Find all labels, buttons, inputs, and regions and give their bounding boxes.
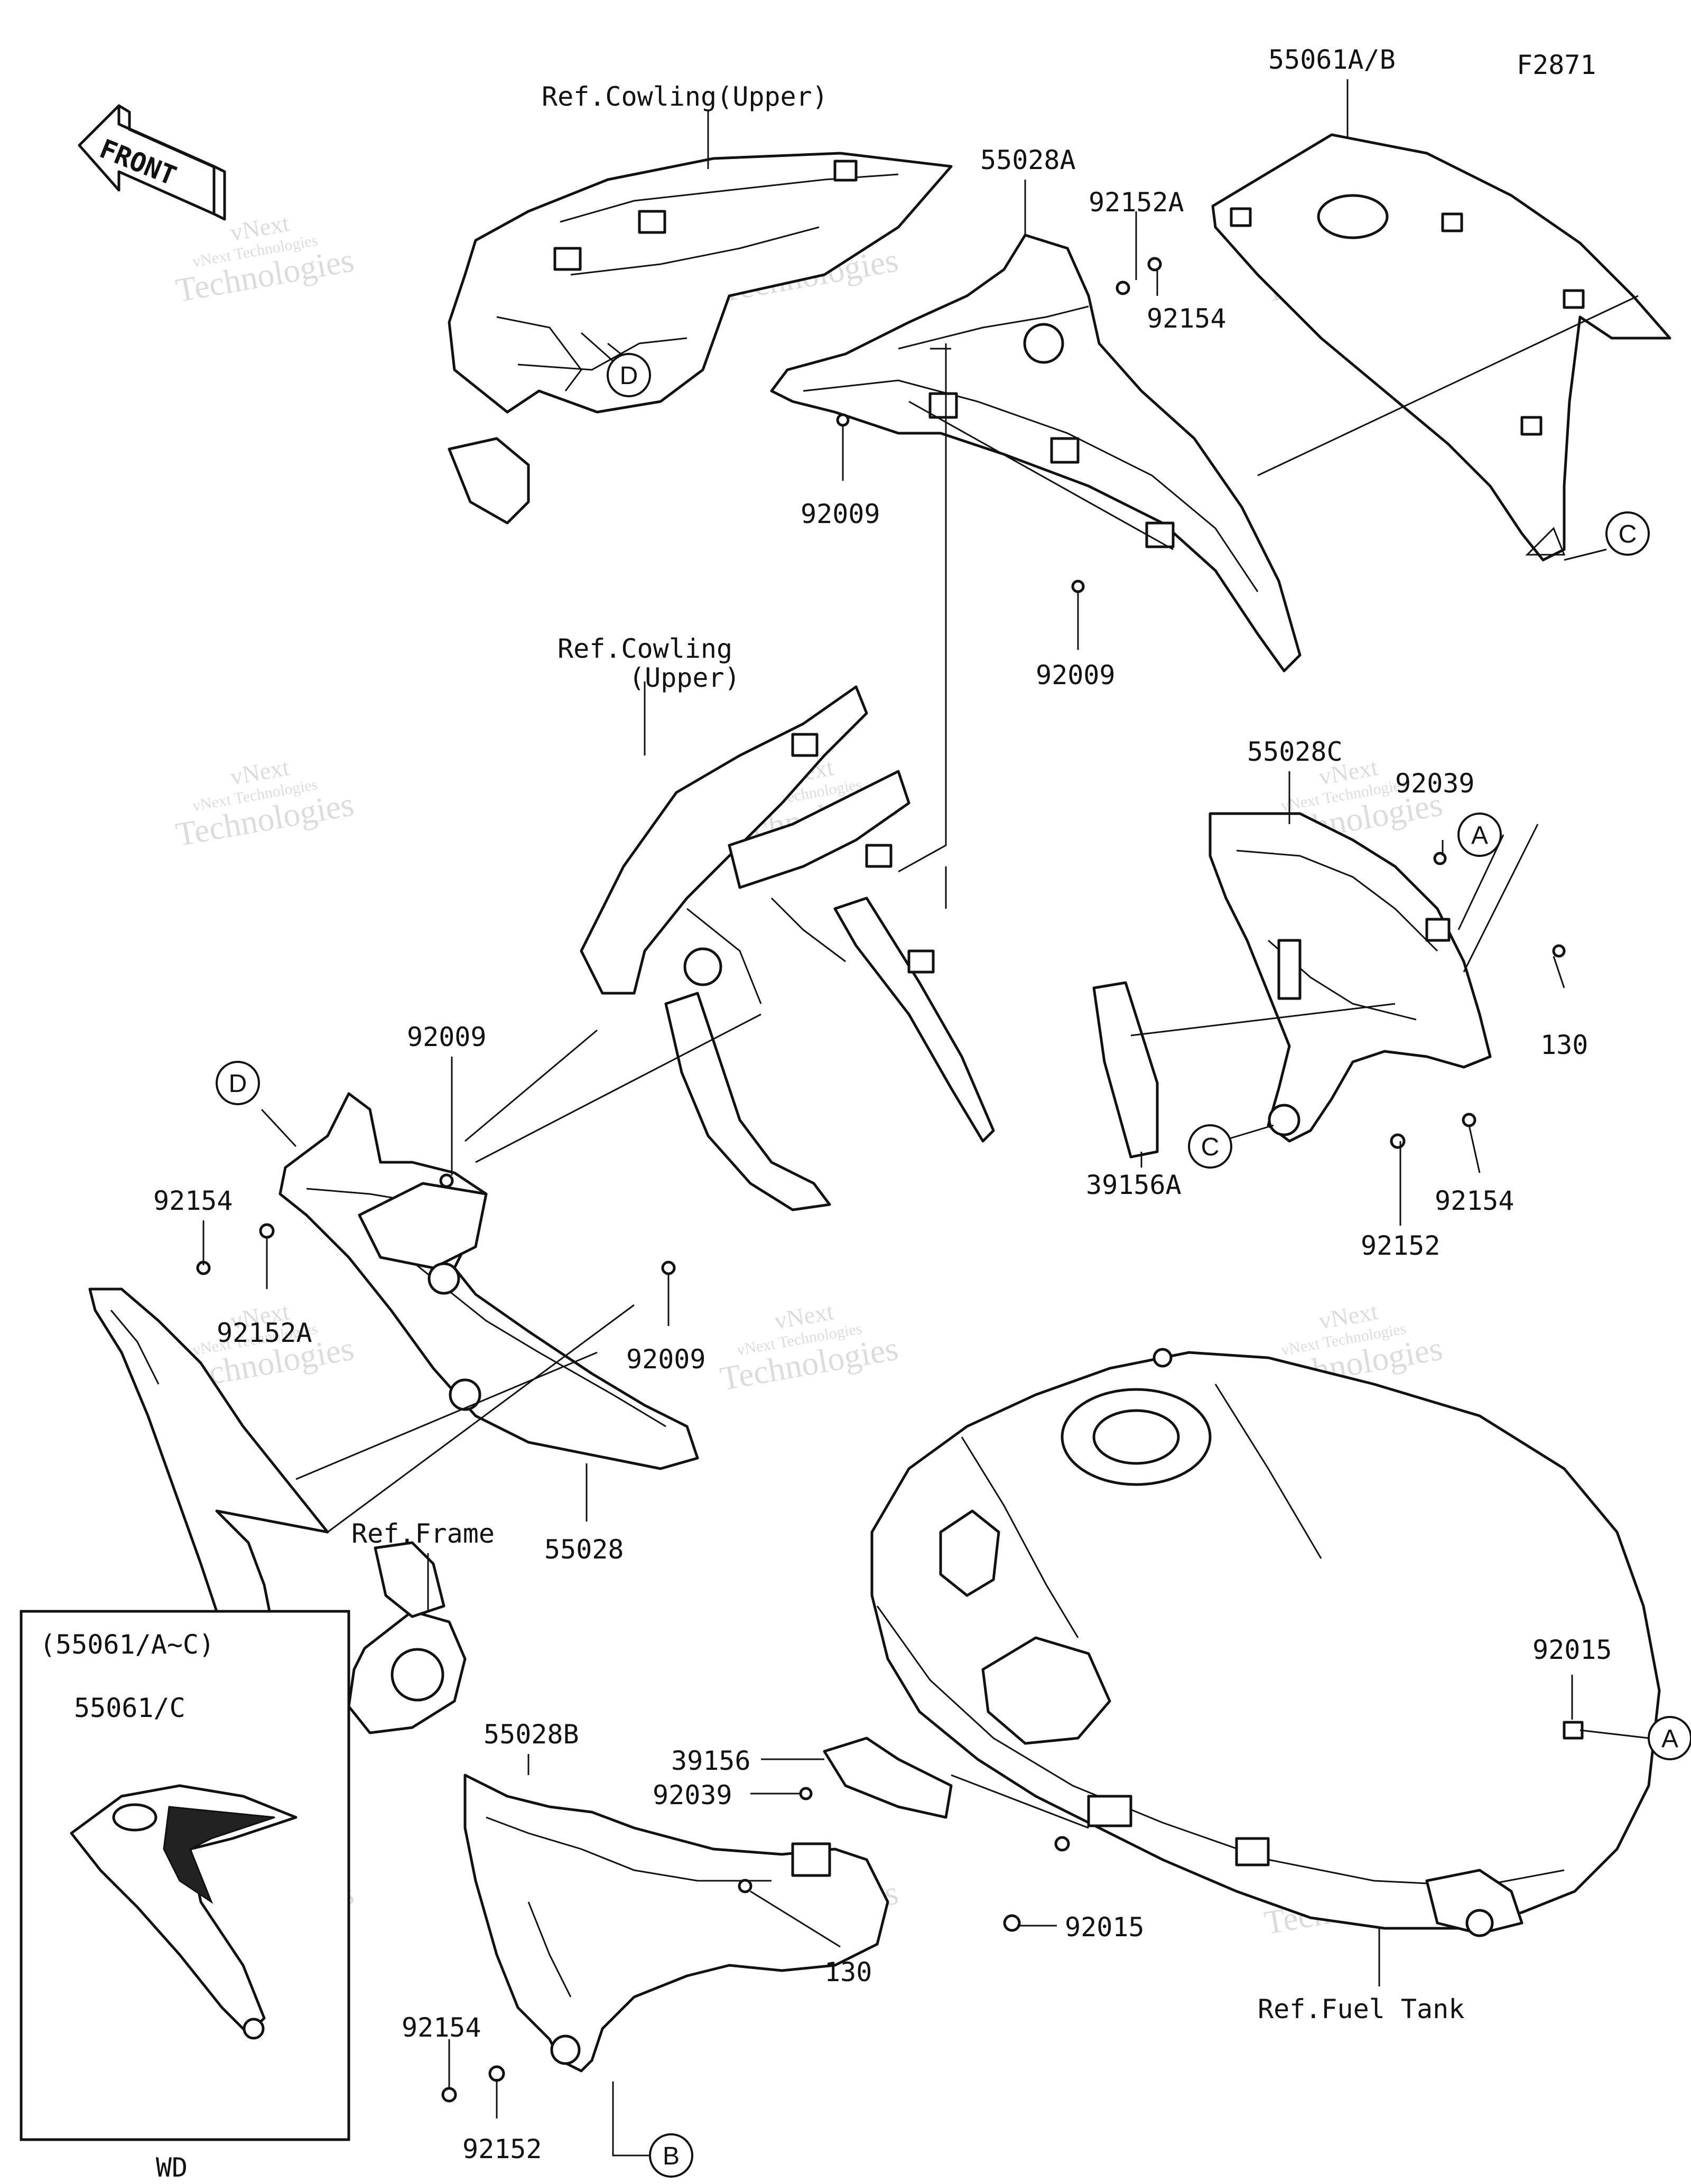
svg-text:A: A xyxy=(1471,822,1488,850)
svg-text:C: C xyxy=(1201,1133,1220,1161)
callout-c-top: C xyxy=(1605,511,1650,556)
pad-39156a-part xyxy=(1092,981,1159,1159)
label-ref-cowling-mid-2: (Upper) xyxy=(629,662,740,693)
svg-text:D: D xyxy=(229,1070,247,1098)
watermark: vNext vNext Technologies Technologies xyxy=(173,753,356,853)
label-ref-cowling-mid-1: Ref.Cowling xyxy=(558,633,732,664)
ref-fuel-tank-part xyxy=(870,1348,1661,1937)
label-92154-b: 92154 xyxy=(402,2012,481,2043)
label-ref-cowling-upper: Ref.Cowling(Upper) xyxy=(542,81,828,112)
watermark: vNext vNext Technologies Technologies xyxy=(173,209,356,309)
label-39156: 39156 xyxy=(671,1746,751,1776)
label-55061ab: 55061A/B xyxy=(1268,44,1396,75)
label-55028a: 55028A xyxy=(980,145,1076,175)
label-55061c: 55061/C xyxy=(74,1693,185,1723)
label-92039-r: 92039 xyxy=(1395,768,1475,799)
label-55028b: 55028B xyxy=(484,1719,579,1750)
callout-a-tank: A xyxy=(1648,1716,1691,1760)
label-130-r: 130 xyxy=(1540,1030,1588,1060)
cover-55061ab-part xyxy=(1211,133,1671,562)
variant-inset: (55061/A~C) xyxy=(20,1610,350,2141)
label-92015-r: 92015 xyxy=(1532,1635,1612,1665)
part-labels: Ref.Cowling(Upper) 55061A/B 55028A 92152… xyxy=(74,44,1612,2164)
inner-panel-55028-part xyxy=(278,1092,699,1470)
watermark: vNext vNext Technologies Technologies xyxy=(717,1298,900,1397)
callout-d-top: D xyxy=(607,353,651,397)
bracket-55028c-part xyxy=(1209,812,1492,1143)
leader-lines xyxy=(202,79,1649,2157)
label-ref-fuel-tank: Ref.Fuel Tank xyxy=(1258,1994,1464,2024)
label-92015-b: 92015 xyxy=(1065,1912,1145,1943)
label-55028c: 55028C xyxy=(1247,736,1343,767)
inset-title: (55061/A~C) xyxy=(40,1629,215,1660)
figure-code: F2871 xyxy=(1517,50,1596,80)
ref-frame-part xyxy=(347,1541,467,1734)
label-55028: 55028 xyxy=(544,1534,624,1565)
label-92152a-l: 92152A xyxy=(217,1318,312,1348)
label-92039-b: 92039 xyxy=(653,1780,732,1810)
label-92152-b: 92152 xyxy=(462,2134,542,2164)
svg-text:A: A xyxy=(1661,1725,1678,1753)
panel-55028b-part xyxy=(463,1774,889,2073)
callout-b-bottom: B xyxy=(649,2133,693,2178)
front-arrow-icon: FRONT xyxy=(78,104,226,221)
label-92152a-top: 92152A xyxy=(1089,187,1184,218)
svg-text:D: D xyxy=(620,362,638,390)
label-92154-top: 92154 xyxy=(1147,303,1227,334)
label-92009-a: 92009 xyxy=(801,499,880,529)
svg-text:B: B xyxy=(663,2142,680,2170)
panel-55028a-part xyxy=(770,234,1302,673)
callout-a-right: A xyxy=(1457,813,1502,857)
label-92154-l: 92154 xyxy=(153,1186,233,1216)
cowling-stay-frame-part xyxy=(580,685,995,1211)
label-92009-d: 92009 xyxy=(626,1344,706,1375)
label-ref-frame: Ref.Frame xyxy=(351,1518,495,1549)
callout-c-mid: C xyxy=(1188,1124,1232,1169)
variant-label: WD xyxy=(156,2152,188,2183)
label-92154-r: 92154 xyxy=(1435,1186,1515,1216)
callout-d-left: D xyxy=(216,1061,260,1105)
label-39156a: 39156A xyxy=(1086,1170,1182,1200)
ref-cowling-upper-part xyxy=(448,152,953,525)
label-130-b: 130 xyxy=(824,1957,872,1987)
label-92009-c: 92009 xyxy=(407,1022,487,1052)
svg-text:C: C xyxy=(1619,520,1637,548)
pad-39156-part xyxy=(823,1737,953,1819)
label-92009-b: 92009 xyxy=(1036,660,1116,690)
label-92152-r: 92152 xyxy=(1361,1230,1441,1261)
